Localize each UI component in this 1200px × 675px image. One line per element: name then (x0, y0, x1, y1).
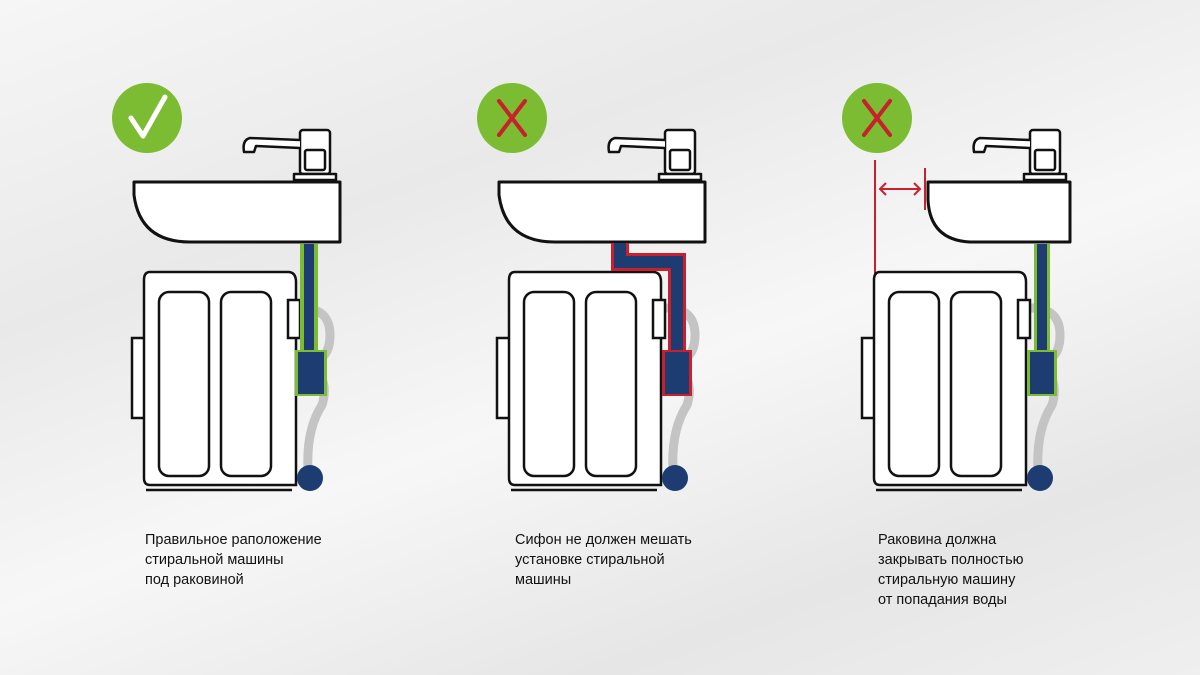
illustration-siphon-wrong (477, 83, 707, 492)
caption-correct: Правильное раположение стиральной машины… (145, 530, 375, 590)
washing-machine (495, 270, 667, 492)
panel-sink-wrong: Раковина должна закрывать полностью стир… (730, 0, 1130, 675)
check-icon (128, 94, 168, 139)
cross-icon (862, 99, 892, 137)
cross-icon (497, 99, 527, 137)
washing-machine (860, 270, 1032, 492)
illustration-correct (112, 83, 342, 492)
caption-line: под раковиной (145, 572, 244, 588)
faucet (607, 128, 703, 182)
siphon (611, 243, 692, 491)
siphon (1027, 244, 1057, 491)
panel-correct: Правильное раположение стиральной машины… (0, 0, 400, 675)
sink (497, 180, 707, 244)
caption-line: закрывать полностью (878, 552, 1024, 568)
illustration-sink-wrong (842, 83, 1072, 492)
sink (926, 180, 1072, 244)
caption-sink-wrong: Раковина должна закрывать полностью стир… (878, 530, 1108, 610)
faucet (972, 128, 1068, 182)
caption-line: стиральной машины (145, 552, 284, 568)
caption-siphon-wrong: Сифон не должен мешать установке стираль… (515, 530, 745, 590)
sink (132, 180, 342, 244)
caption-line: Раковина должна (878, 532, 997, 548)
caption-line: Правильное раположение (145, 532, 322, 548)
siphon (295, 244, 327, 491)
panel-siphon-wrong: Сифон не должен мешать установке стираль… (365, 0, 765, 675)
caption-line: от попадания воды (878, 592, 1007, 608)
caption-line: установке стиральной (515, 552, 665, 568)
washing-machine (130, 270, 302, 492)
faucet (242, 128, 338, 182)
caption-line: Сифон не должен мешать (515, 532, 692, 548)
caption-line: стиральную машину (878, 572, 1016, 588)
check-badge (112, 83, 182, 153)
caption-line: машины (515, 572, 572, 588)
